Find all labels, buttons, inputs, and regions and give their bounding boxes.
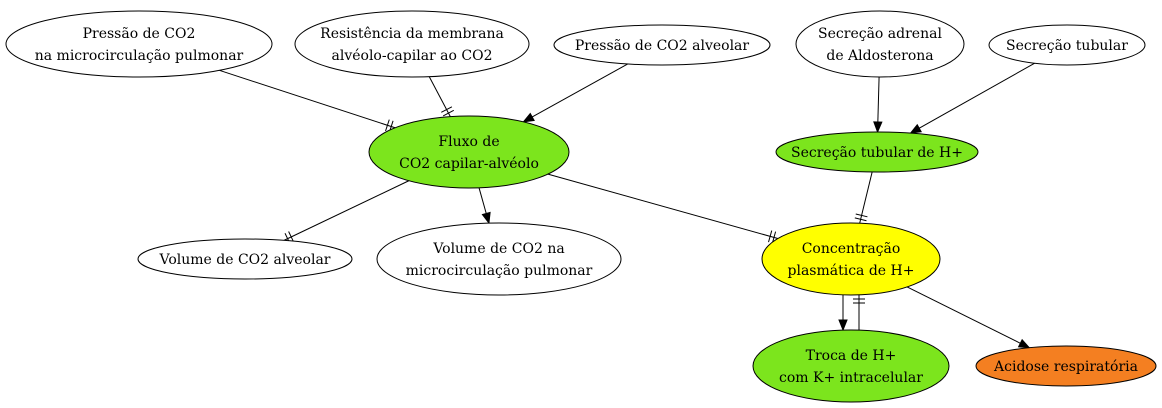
arrow-head-icon	[522, 112, 535, 123]
edge-secrecao_tubular_h-to-concentracao	[854, 171, 873, 224]
node-label: Resistência da membrana	[320, 26, 504, 42]
edge-concentracao-to-acidose	[906, 286, 1031, 349]
tee-bar-icon	[855, 213, 868, 218]
node-label: Concentração	[802, 241, 901, 257]
node-label: na microcirculação pulmonar	[35, 48, 244, 64]
node-shape	[137, 238, 353, 280]
node-label: alvéolo-capilar ao CO2	[332, 48, 493, 64]
edge-secrecao_adrenal-to-secrecao_tubular_h	[873, 76, 883, 134]
tee-bar-icon	[442, 109, 455, 117]
node-label: Pressão de CO2 alveolar	[575, 38, 750, 54]
node-shape	[553, 24, 771, 66]
edge-line	[531, 63, 629, 118]
node-resistencia: Resistência da membrana alvéolo-capilar a…	[294, 10, 530, 78]
node-secrecao-tubular-h: Secreção tubular de H+	[775, 131, 979, 173]
edge-line	[906, 286, 1021, 344]
edge-troca-to-concentracao	[853, 295, 865, 330]
node-label: Secreção adrenal	[818, 26, 942, 42]
arrow-head-icon	[481, 211, 491, 225]
node-volume-micro: Volume de CO2 na microcirculação pulmonar	[376, 222, 622, 296]
node-fluxo: Fluxo de CO2 capilar-alvéolo	[368, 115, 570, 189]
node-shape	[5, 10, 273, 78]
tee-bar-icon	[385, 119, 390, 132]
node-concentracao: Concentração plasmática de H+	[761, 222, 941, 296]
node-label: Acidose respiratória	[993, 359, 1138, 375]
node-label: Troca de H+	[806, 348, 897, 364]
edge-fluxo-to-volume_alveolar	[283, 180, 410, 245]
edge-line	[859, 171, 873, 224]
node-pressao-micro: Pressão de CO2 na microcirculação pulmona…	[5, 10, 273, 78]
node-label: Secreção tubular de H+	[791, 145, 963, 161]
edge-secrecao_tubular-to-secrecao_tubular_h	[909, 62, 1035, 134]
node-shape	[988, 24, 1146, 66]
node-shape	[368, 115, 570, 189]
node-label: Fluxo de	[438, 134, 499, 150]
node-shape	[775, 131, 979, 173]
edge-line	[428, 76, 451, 117]
edge-line	[918, 62, 1035, 129]
edge-concentracao-to-troca	[838, 295, 848, 332]
node-shape	[294, 10, 530, 78]
node-shape	[975, 345, 1157, 387]
node-shape	[761, 222, 941, 296]
node-label: CO2 capilar-alvéolo	[399, 156, 539, 172]
node-label: com K+ intracelular	[779, 370, 923, 386]
tee-bar-icon	[768, 230, 773, 243]
tee-bar-icon	[288, 231, 295, 243]
node-label: Secreção tubular	[1006, 38, 1128, 54]
edge-line	[547, 173, 778, 239]
arrow-head-icon	[909, 123, 922, 134]
node-secrecao-tubular: Secreção tubular	[988, 24, 1146, 66]
edge-line	[219, 69, 396, 129]
node-label: de Aldosterona	[826, 48, 933, 64]
edge-pressao_alveolar-to-fluxo	[522, 63, 629, 123]
edge-fluxo-to-volume_micro	[478, 187, 491, 225]
edge-line	[877, 76, 880, 123]
node-secrecao-adrenal: Secreção adrenal de Aldosterona	[795, 10, 965, 78]
arrow-head-icon	[873, 121, 883, 134]
node-troca: Troca de H+ com K+ intracelular	[752, 329, 950, 403]
edge-resistencia-to-fluxo	[428, 76, 455, 117]
node-label: plasmática de H+	[788, 263, 915, 279]
node-volume-alveolar: Volume de CO2 alveolar	[137, 238, 353, 280]
node-label: Pressão de CO2	[83, 26, 196, 42]
node-acidose: Acidose respiratória	[975, 345, 1157, 387]
node-shape	[376, 222, 622, 296]
edges-layer	[219, 62, 1035, 349]
edge-line	[478, 187, 487, 214]
node-shape	[795, 10, 965, 78]
node-label: Volume de CO2 na	[432, 241, 564, 257]
node-label: Volume de CO2 alveolar	[159, 252, 331, 268]
tee-bar-icon	[441, 106, 453, 113]
edge-line	[283, 180, 410, 241]
node-label: microcirculação pulmonar	[406, 263, 593, 279]
node-shape	[752, 329, 950, 403]
nodes-layer: Pressão de CO2 na microcirculação pulmona…	[5, 10, 1157, 403]
arrow-head-icon	[1017, 338, 1031, 349]
arrow-head-icon	[838, 319, 848, 332]
edge-pressao_micro-to-fluxo	[219, 69, 396, 133]
tee-bar-icon	[854, 217, 867, 222]
node-pressao-alveolar: Pressão de CO2 alveolar	[553, 24, 771, 66]
